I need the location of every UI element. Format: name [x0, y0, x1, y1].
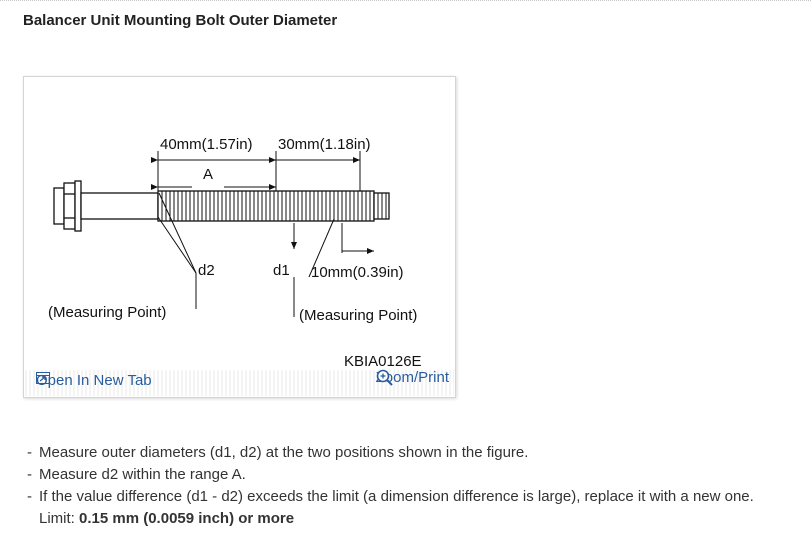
dim-30mm: 30mm(1.18in)	[278, 136, 371, 153]
bolt-thread	[157, 190, 390, 222]
zoom-icon	[376, 369, 393, 386]
label-d1: d1	[273, 262, 290, 279]
top-divider	[0, 0, 811, 1]
dim-40mm: 40mm(1.57in)	[160, 136, 253, 153]
zoom-print-link[interactable]: Zoom/Print	[376, 369, 449, 386]
zoom-print-label: Zoom/Print	[375, 369, 449, 386]
figure-container: 40mm(1.57in) 30mm(1.18in) A d2 d1 10mm(0…	[23, 76, 456, 398]
open-tab-icon	[36, 372, 50, 384]
instruction-item-3: If the value difference (d1 - d2) exceed…	[27, 486, 754, 530]
bolt-shank	[80, 192, 159, 220]
range-a-label: A	[203, 166, 213, 183]
instruction-item-3-text: If the value difference (d1 - d2) exceed…	[39, 488, 754, 505]
measuring-point-right: (Measuring Point)	[299, 307, 417, 324]
instruction-item-1: Measure outer diameters (d1, d2) at the …	[27, 442, 754, 464]
limit-value: 0.15 mm (0.0059 inch) or more	[79, 510, 295, 527]
bolt-head	[53, 180, 82, 232]
limit-label: Limit:	[39, 510, 80, 527]
dim-10mm: 10mm(0.39in)	[311, 264, 404, 281]
instruction-item-2: Measure d2 within the range A.	[27, 464, 754, 486]
open-in-new-tab-label: Open In New Tab	[36, 372, 152, 389]
page-title: Balancer Unit Mounting Bolt Outer Diamet…	[23, 12, 338, 29]
open-in-new-tab-link[interactable]: Open In New Tab	[36, 372, 152, 389]
instruction-list: Measure outer diameters (d1, d2) at the …	[27, 442, 754, 530]
figure-code: KBIA0126E	[344, 353, 422, 370]
label-d2: d2	[198, 262, 215, 279]
bolt-diagram: 40mm(1.57in) 30mm(1.18in) A d2 d1 10mm(0…	[48, 136, 422, 370]
measuring-point-left: (Measuring Point)	[48, 304, 166, 321]
limit-line: Limit: 0.15 mm (0.0059 inch) or more	[39, 508, 754, 530]
